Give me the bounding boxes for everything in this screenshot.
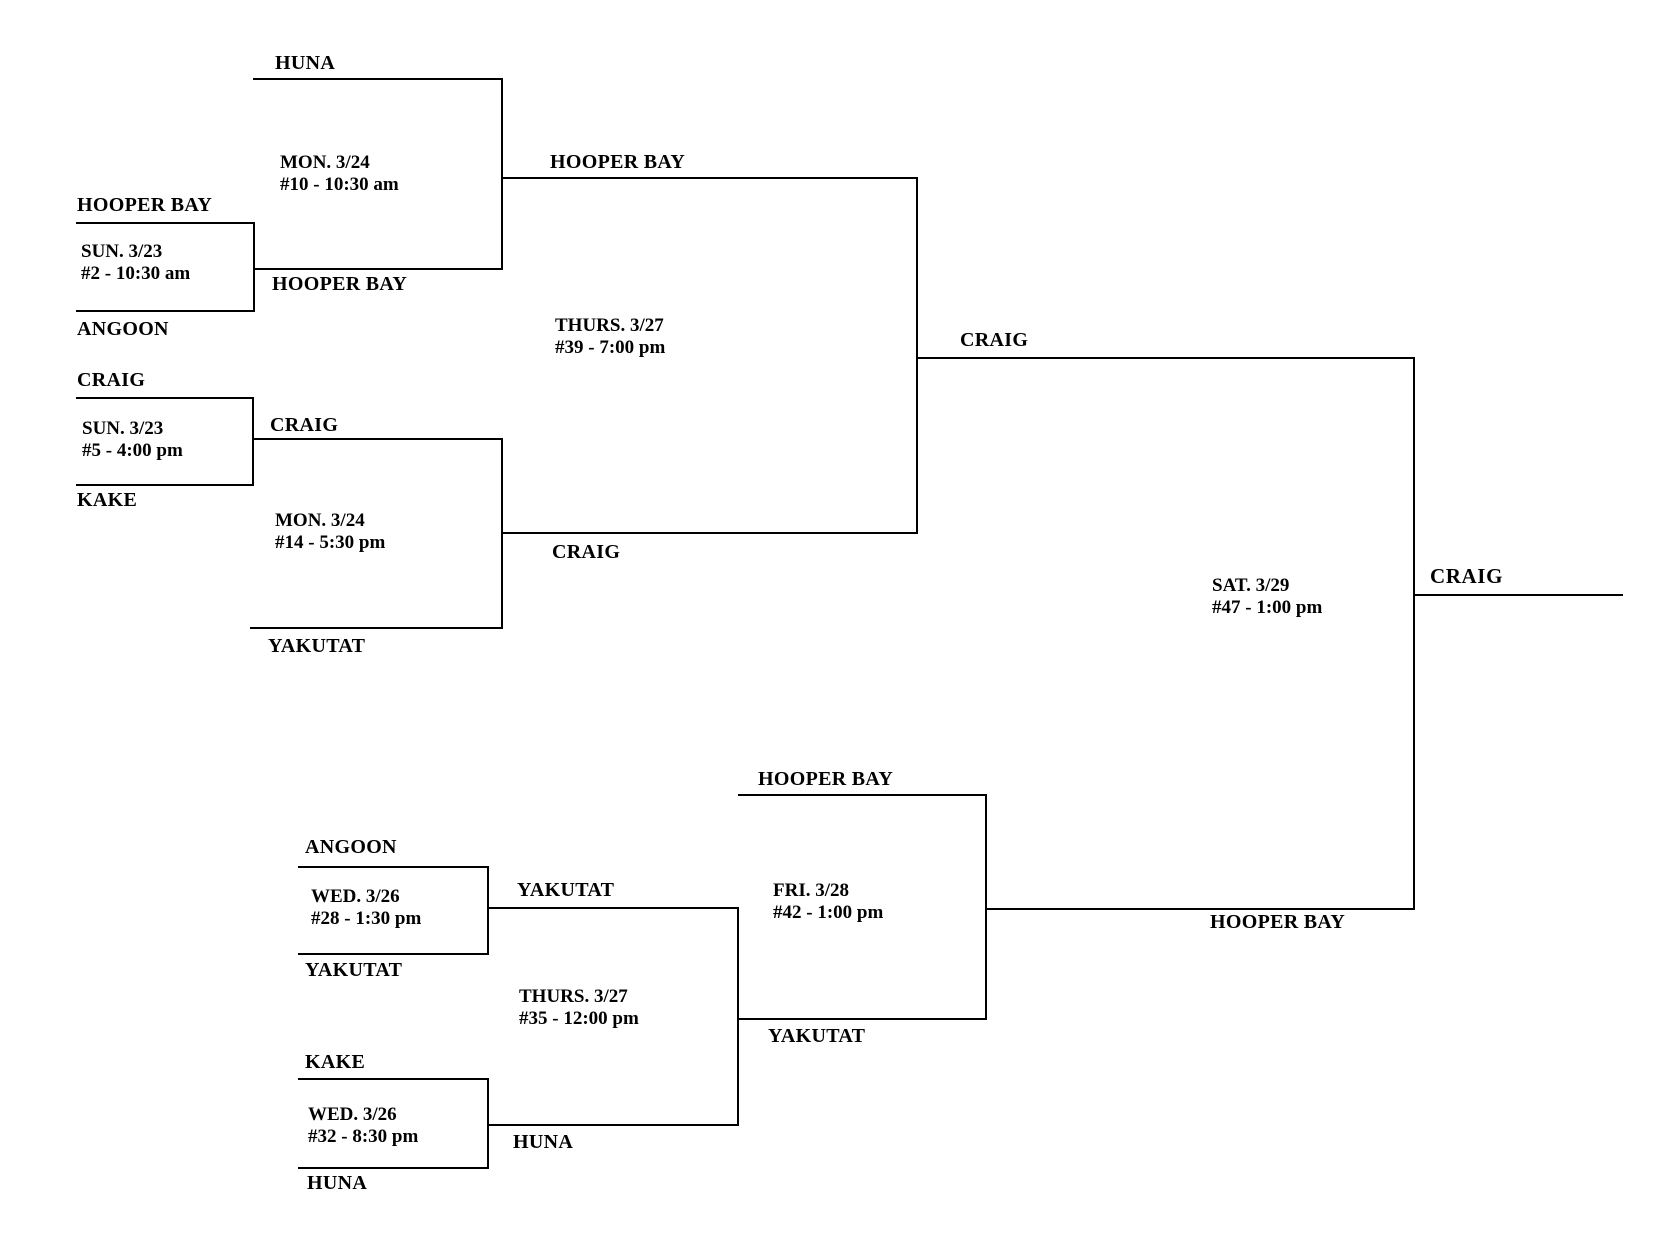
team-label-hooperbay-g39-entry: HOOPER BAY [550, 151, 686, 173]
line-g47-champion [1413, 594, 1623, 596]
game-slot-g39: #39 - 7:00 pm [555, 337, 666, 358]
line-g32-winner [487, 1124, 738, 1126]
line-g28-top-angoon [298, 866, 487, 868]
line-g39-top-hooperbay [501, 177, 916, 179]
vline-g39 [916, 177, 918, 534]
game-slot-g28: #28 - 1:30 pm [311, 908, 422, 929]
team-label-craig-g39-winner: CRAIG [960, 329, 1029, 351]
team-label-yakutat-g28-winner: YAKUTAT [517, 879, 615, 901]
vline-g14 [501, 438, 503, 629]
game-info-g39: THURS. 3/27 #39 - 7:00 pm [555, 315, 665, 359]
game-date-g10: MON. 3/24 [280, 152, 370, 173]
line-g28-bottom-yakutat [298, 953, 487, 955]
game-date-g42: FRI. 3/28 [773, 880, 849, 901]
line-g32-bottom-huna [298, 1167, 487, 1169]
line-g10-top-huna [253, 78, 501, 80]
game-date-g35: THURS. 3/27 [519, 986, 628, 1007]
game-date-g39: THURS. 3/27 [555, 315, 664, 336]
game-info-g2: SUN. 3/23 #2 - 10:30 am [81, 241, 190, 285]
team-label-craig-g5-winner: CRAIG [270, 414, 339, 436]
team-label-kake-g32-top: KAKE [305, 1051, 366, 1073]
game-slot-g10: #10 - 10:30 am [280, 174, 399, 195]
line-g42-winner [985, 908, 1413, 910]
game-date-g2: SUN. 3/23 [81, 241, 163, 262]
game-info-g10: MON. 3/24 #10 - 10:30 am [280, 152, 399, 196]
team-label-yakutat-g35-winner: YAKUTAT [768, 1025, 866, 1047]
vline-g42 [985, 794, 987, 1020]
game-info-g47: SAT. 3/29 #47 - 1:00 pm [1212, 575, 1322, 619]
team-label-huna-g10-top: HUNA [275, 52, 336, 74]
game-slot-g42: #42 - 1:00 pm [773, 902, 884, 923]
game-info-g5: SUN. 3/23 #5 - 4:00 pm [82, 418, 183, 462]
game-info-g14: MON. 3/24 #14 - 5:30 pm [275, 510, 385, 554]
game-slot-g5: #5 - 4:00 pm [82, 440, 183, 461]
line-g28-winner [487, 907, 738, 909]
team-label-hooperbay-g2-winner: HOOPER BAY [272, 273, 408, 295]
team-label-angoon-g28-top: ANGOON [305, 836, 397, 858]
line-g5-bottom-kake [76, 484, 252, 486]
game-slot-g47: #47 - 1:00 pm [1212, 597, 1323, 618]
line-g2-bottom-angoon [76, 310, 253, 312]
vline-g28 [487, 866, 489, 955]
game-info-g28: WED. 3/26 #28 - 1:30 pm [311, 886, 421, 930]
game-date-g28: WED. 3/26 [311, 886, 400, 907]
vline-g32 [487, 1078, 489, 1169]
line-g32-top-kake [298, 1078, 487, 1080]
line-g42-top-hooperbay [738, 794, 985, 796]
line-g5-top-craig [76, 397, 252, 399]
team-label-craig-g5-top: CRAIG [77, 369, 146, 391]
game-info-g42: FRI. 3/28 #42 - 1:00 pm [773, 880, 883, 924]
game-date-g47: SAT. 3/29 [1212, 575, 1290, 596]
vline-g35 [737, 907, 739, 1126]
vline-g2 [253, 222, 255, 312]
line-g2-top-hooperbay [76, 222, 253, 224]
line-g5-winner [252, 438, 501, 440]
line-g39-winner [916, 357, 1413, 359]
game-date-g5: SUN. 3/23 [82, 418, 164, 439]
team-label-craig-champion: CRAIG [1430, 564, 1504, 588]
team-label-huna-g32-bottom: HUNA [307, 1172, 368, 1194]
team-label-hooperbay-g2-top: HOOPER BAY [77, 194, 213, 216]
team-label-craig-g14-winner: CRAIG [552, 541, 621, 563]
team-label-huna-g32-winner: HUNA [513, 1131, 574, 1153]
game-info-g32: WED. 3/26 #32 - 8:30 pm [308, 1104, 418, 1148]
line-g14-bottom-yakutat [250, 627, 501, 629]
team-label-hooperbay-g42-winner: HOOPER BAY [1210, 911, 1346, 933]
game-slot-g2: #2 - 10:30 am [81, 263, 191, 284]
game-slot-g32: #32 - 8:30 pm [308, 1126, 419, 1147]
game-slot-g35: #35 - 12:00 pm [519, 1008, 639, 1029]
team-label-kake-g5-bottom: KAKE [77, 489, 138, 511]
line-g35-winner [738, 1018, 985, 1020]
vline-g5 [252, 397, 254, 486]
line-g2-winner [253, 268, 501, 270]
team-label-yakutat-g28-bottom: YAKUTAT [305, 959, 403, 981]
team-label-yakutat-g14-bottom: YAKUTAT [268, 635, 366, 657]
vline-g10 [501, 78, 503, 270]
game-slot-g14: #14 - 5:30 pm [275, 532, 386, 553]
game-date-g14: MON. 3/24 [275, 510, 365, 531]
team-label-angoon-g2-bottom: ANGOON [77, 318, 169, 340]
vline-g47 [1413, 357, 1415, 910]
team-label-hooperbay-g42-top: HOOPER BAY [758, 768, 894, 790]
game-date-g32: WED. 3/26 [308, 1104, 397, 1125]
line-g14-winner [501, 532, 916, 534]
game-info-g35: THURS. 3/27 #35 - 12:00 pm [519, 986, 639, 1030]
